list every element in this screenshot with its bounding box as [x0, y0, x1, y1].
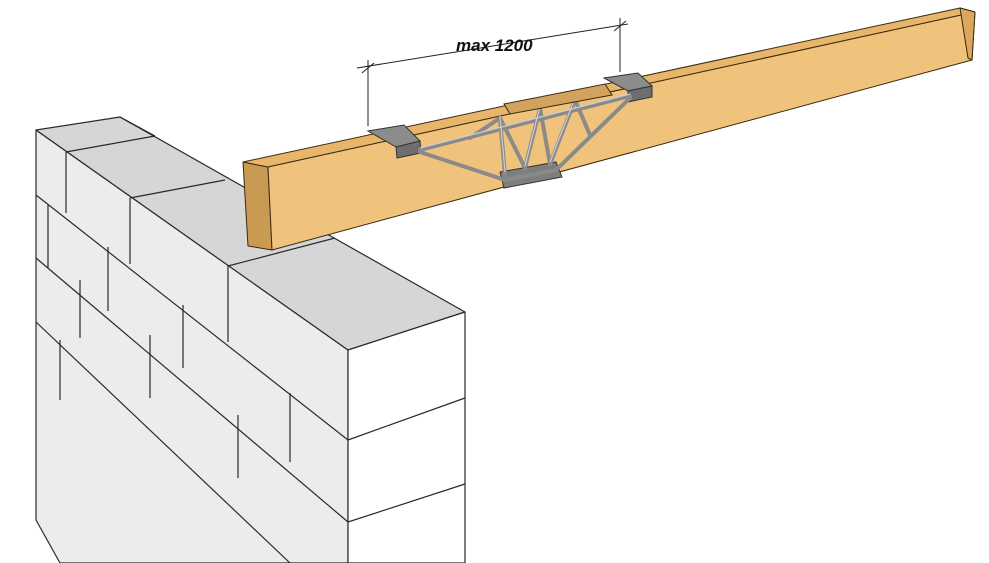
wall-front-face [347, 311, 466, 563]
dimension-label: max 1200 [456, 36, 533, 55]
truss-top-rail [503, 83, 613, 115]
truss-highlights [419, 93, 631, 173]
dimension-line [356, 18, 629, 126]
beam-far-end [959, 7, 976, 61]
wall-front-courses [347, 397, 466, 523]
beam-end-face [242, 161, 273, 251]
steel-truss-connector [366, 72, 654, 189]
wall-top-joints [65, 116, 336, 267]
wall-side-joints [47, 152, 291, 478]
timber-beam [242, 7, 976, 251]
wall-side-courses [35, 194, 349, 563]
